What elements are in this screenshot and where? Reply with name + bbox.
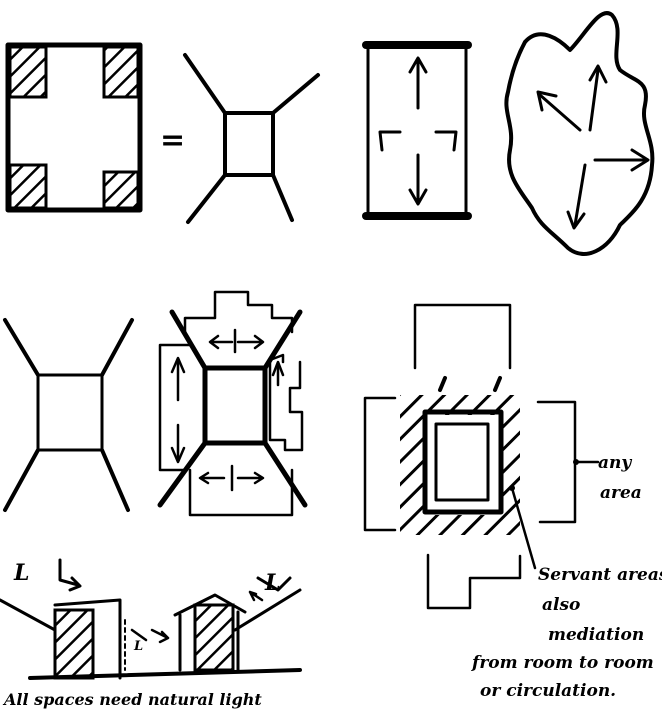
sketch-section-light [0, 560, 300, 678]
callout-servant-line4: from room to room [471, 653, 654, 673]
sketch-directional-room [366, 45, 468, 216]
callout-any-area-line1: any [598, 453, 632, 473]
callout-servant-line1: Servant areas [538, 565, 662, 585]
sketch-splayed-square [185, 55, 318, 222]
sketch-splayed-square-2 [5, 320, 132, 510]
callout-servant-line3: mediation [548, 625, 644, 645]
light-marker-left: L [13, 560, 29, 586]
callout-servant-line2: also [542, 595, 580, 615]
sketch-corner-rooms [8, 45, 140, 210]
light-marker-right: L [264, 570, 280, 596]
sketch-free-form [506, 13, 652, 254]
callout-servant-line5: or circulation. [480, 681, 616, 701]
sketch-servant-areas-plan [365, 305, 598, 608]
caption-natural-light: All spaces need natural light [2, 690, 262, 709]
light-marker-mid: L [133, 639, 143, 654]
callout-any-area-line2: area [600, 483, 642, 503]
sketch-splayed-with-rooms [160, 292, 305, 515]
equals-sign: = [160, 123, 185, 158]
